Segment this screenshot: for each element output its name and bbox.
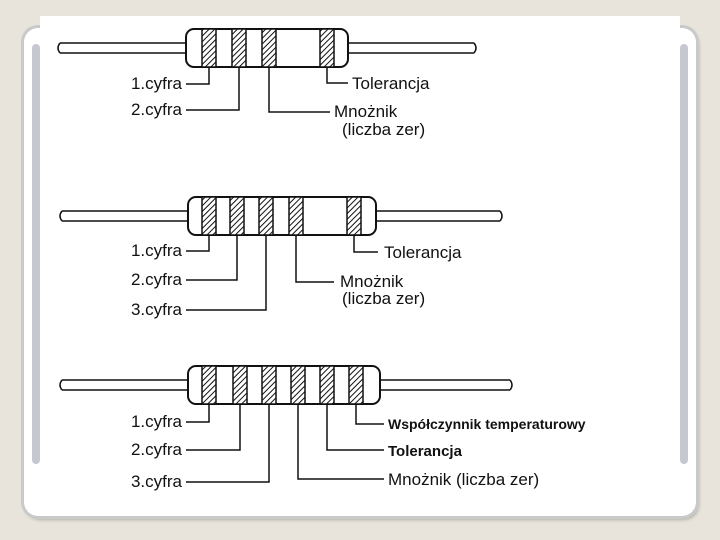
color-band-tolerance <box>346 196 362 236</box>
resistor-lead-left <box>59 210 192 222</box>
frame-edge-right <box>680 44 688 464</box>
label-digit-1: 1.cyfra <box>131 241 183 260</box>
resistor-diagram-four-band: 1.cyfra 2.cyfra Tolerancja Mnożnik (licz… <box>57 28 477 139</box>
label-digit-1: 1.cyfra <box>131 74 183 93</box>
resistor-lead-right <box>372 210 503 222</box>
resistor-lead-right <box>345 42 477 54</box>
resistor-diagram-six-band: 1.cyfra 2.cyfra 3.cyfra Współczynnik tem… <box>59 365 586 491</box>
label-multiplier: Mnożnik <box>334 102 398 121</box>
label-tolerance: Tolerancja <box>352 74 430 93</box>
label-multiplier: Mnożnik (liczba zer) <box>388 470 539 489</box>
color-band-1 <box>201 365 217 405</box>
label-tolerance: Tolerancja <box>384 243 462 262</box>
color-band-2 <box>231 28 247 68</box>
color-band-1 <box>201 196 217 236</box>
color-band-multiplier <box>261 28 277 68</box>
leader-lines <box>186 404 384 483</box>
color-band-tolerance <box>319 365 335 405</box>
label-multiplier: Mnożnik <box>340 272 404 291</box>
leader-lines <box>186 67 348 113</box>
resistor-diagram-five-band: 1.cyfra 2.cyfra 3.cyfra Tolerancja Mnożn… <box>59 196 503 319</box>
color-band-2 <box>229 196 245 236</box>
frame-edge-left <box>32 44 40 464</box>
color-band-1 <box>201 28 217 68</box>
label-multiplier-note: (liczba zer) <box>342 289 425 308</box>
color-band-temperature <box>348 365 364 405</box>
label-digit-2: 2.cyfra <box>131 440 183 459</box>
color-band-multiplier <box>290 365 306 405</box>
label-digit-3: 3.cyfra <box>131 472 183 491</box>
label-tolerance: Tolerancja <box>388 443 463 460</box>
label-temperature-coefficient: Współczynnik temperaturowy <box>388 416 586 432</box>
color-band-3 <box>258 196 274 236</box>
label-multiplier-note: (liczba zer) <box>342 120 425 139</box>
label-digit-3: 3.cyfra <box>131 300 183 319</box>
resistor-lead-left <box>59 379 190 391</box>
color-band-3 <box>261 365 277 405</box>
color-band-2 <box>232 365 248 405</box>
resistor-lead-right <box>376 379 513 391</box>
label-digit-2: 2.cyfra <box>131 270 183 289</box>
leader-lines <box>186 235 378 311</box>
label-digit-2: 2.cyfra <box>131 100 183 119</box>
color-band-tolerance <box>319 28 335 68</box>
slide-canvas <box>40 16 680 510</box>
color-band-multiplier <box>288 196 304 236</box>
label-digit-1: 1.cyfra <box>131 412 183 431</box>
resistor-lead-left <box>57 42 188 54</box>
